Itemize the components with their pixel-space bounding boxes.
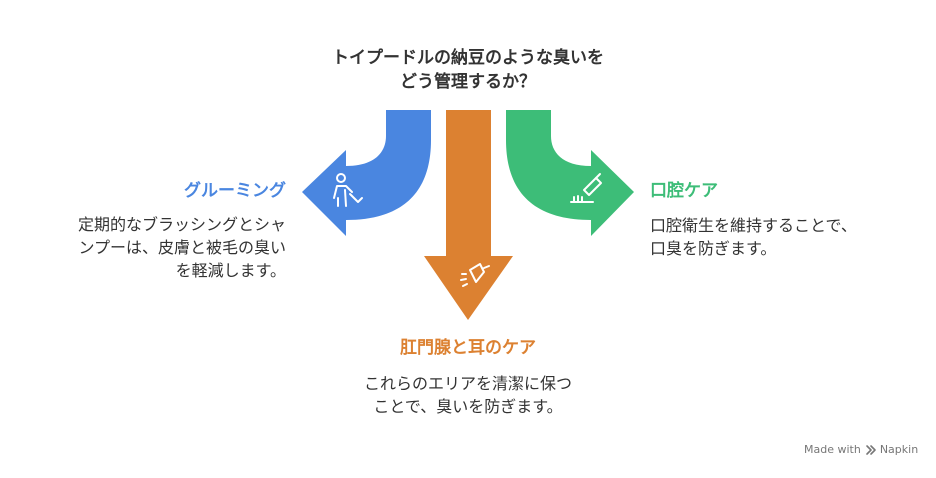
person-brushing-icon xyxy=(333,173,363,207)
napkin-brand-label: Napkin xyxy=(879,443,919,456)
made-with-label: Made with xyxy=(804,443,861,456)
title-line-2: どう管理するか？ xyxy=(400,72,536,92)
made-with-napkin-footer[interactable]: Made with Napkin xyxy=(804,443,918,456)
grooming-description-line: ンプーは、皮膚と被毛の臭い xyxy=(78,238,286,257)
grooming-heading: グルーミング xyxy=(184,181,286,201)
grooming-description-line: を軽減します。 xyxy=(175,261,286,280)
spray-icon xyxy=(460,263,490,287)
title-line-1: トイプードルの納豆のような臭いを xyxy=(332,48,604,68)
toothbrush-toothpaste-icon xyxy=(570,173,602,203)
grooming-arrow xyxy=(302,110,431,236)
oral-care-arrow xyxy=(506,110,634,236)
anal-gland-ear-description-line: これらのエリアを清潔に保つ xyxy=(363,374,572,393)
oral-care-heading: 口腔ケア xyxy=(650,181,718,201)
anal-gland-ear-description: これらのエリアを清潔に保つ ことで、臭いを防ぎます。 xyxy=(308,372,628,418)
anal-gland-ear-arrow xyxy=(424,110,513,320)
oral-care-description-line: 口臭を防ぎます。 xyxy=(650,239,777,258)
grooming-description: 定期的なブラッシングとシャ ンプーは、皮膚と被毛の臭い を軽減します。 xyxy=(20,213,286,282)
grooming-description-line: 定期的なブラッシングとシャ xyxy=(77,215,286,234)
oral-care-description-line: 口腔衛生を維持することで、 xyxy=(650,216,857,235)
napkin-brand: Napkin xyxy=(865,443,918,456)
napkin-logo-icon xyxy=(866,444,876,455)
anal-gland-ear-description-line: ことで、臭いを防ぎます。 xyxy=(373,397,563,416)
diagram-title: トイプードルの納豆のような臭いを どう管理するか？ xyxy=(268,46,668,94)
anal-gland-ear-heading: 肛門腺と耳のケア xyxy=(400,338,536,358)
oral-care-description: 口腔衛生を維持することで、 口臭を防ぎます。 xyxy=(650,214,857,260)
